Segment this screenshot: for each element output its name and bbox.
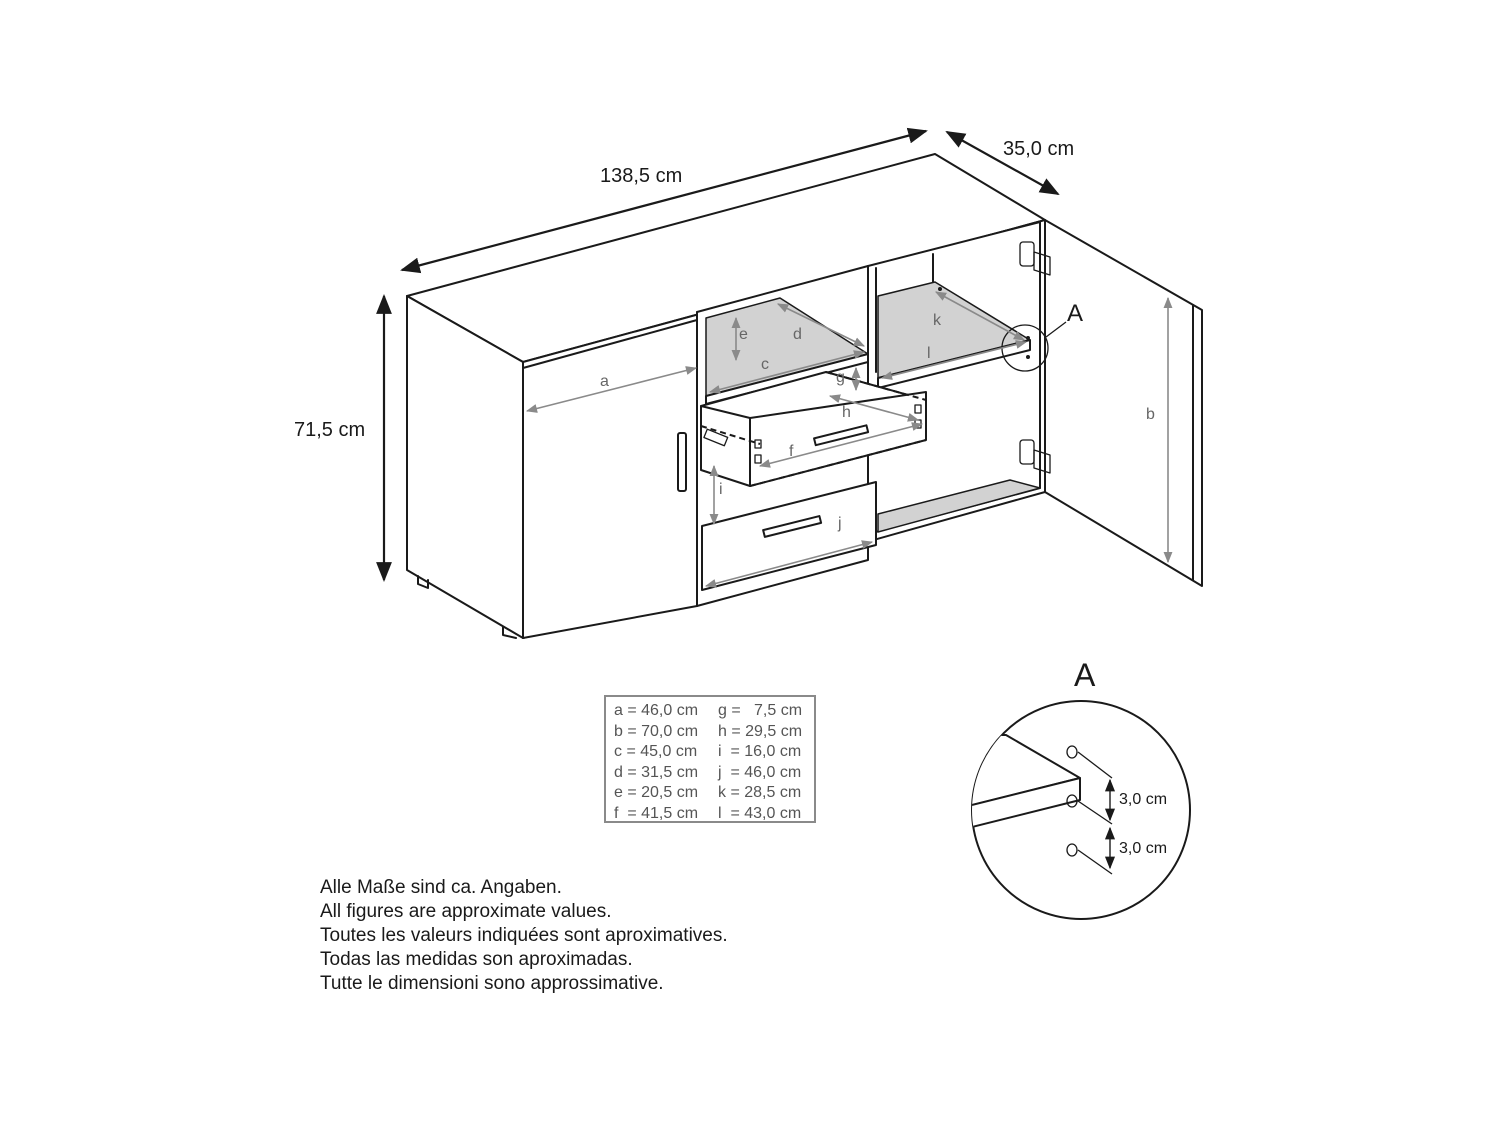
hole-spacing-label-2: 3,0 cm	[1119, 840, 1167, 857]
legend-cell: k = 28,5 cm	[718, 784, 802, 801]
note-line-fr: Toutes les valeurs indiquées sont aproxi…	[320, 925, 728, 946]
legend-cell: a = 46,0 cm	[614, 702, 699, 719]
dim-letter-j: j	[837, 515, 842, 532]
dim-letter-l: l	[927, 345, 931, 362]
sideboard-body	[406, 153, 1203, 639]
note-line-de: Alle Maße sind ca. Angaben.	[320, 877, 562, 898]
legend-row: f = 41,5 cm l = 43,0 cm	[614, 804, 802, 825]
width-dimension-line	[400, 127, 928, 274]
note-line-it: Tutte le dimensioni sono approssimative.	[320, 973, 664, 994]
note-line-es: Todas las medidas son aproximadas.	[320, 949, 633, 970]
detail-A-view	[971, 700, 1191, 920]
dimension-legend: a = 46,0 cm g = 7,5 cm b = 70,0 cm h = 2…	[604, 695, 816, 823]
legend-cell: d = 31,5 cm	[614, 763, 699, 781]
legend-cell: g = 7,5 cm	[718, 702, 803, 719]
dim-letter-a: a	[600, 373, 609, 390]
legend-cell: h = 29,5 cm	[718, 722, 803, 740]
legend-row: d = 31,5 cm j = 46,0 cm	[614, 763, 802, 784]
approximation-notes: Alle Maße sind ca. Angaben. All figures …	[320, 876, 728, 996]
width-label: 138,5 cm	[600, 165, 682, 187]
dim-letter-b: b	[1146, 406, 1155, 423]
dim-letter-k: k	[933, 312, 942, 329]
legend-cell: e = 20,5 cm	[614, 784, 699, 801]
dim-letter-h: h	[842, 404, 851, 421]
dim-letter-i: i	[719, 481, 723, 498]
legend-cell: c = 45,0 cm	[614, 743, 698, 760]
legend-row: e = 20,5 cm k = 28,5 cm	[614, 783, 802, 804]
depth-dimension-line	[945, 131, 1060, 195]
legend-row: a = 46,0 cm g = 7,5 cm	[614, 701, 802, 722]
dim-letter-e: e	[739, 326, 748, 343]
dim-letter-d: d	[793, 326, 802, 343]
internal-dimension-lines	[525, 291, 1173, 588]
dim-letter-f: f	[789, 443, 794, 460]
legend-table: a = 46,0 cm g = 7,5 cm b = 70,0 cm h = 2…	[614, 701, 802, 824]
legend-cell: f = 41,5 cm	[614, 804, 699, 822]
legend-cell: b = 70,0 cm	[614, 722, 699, 740]
legend-cell: i = 16,0 cm	[718, 743, 802, 760]
legend-cell: l = 43,0 cm	[718, 804, 802, 822]
dim-letter-c: c	[761, 356, 769, 373]
legend-row: b = 70,0 cm h = 29,5 cm	[614, 722, 802, 743]
legend-row: c = 45,0 cm i = 16,0 cm	[614, 742, 802, 763]
height-label: 71,5 cm	[294, 419, 365, 441]
dim-letter-g: g	[836, 369, 845, 386]
detail-marker-A: A	[1067, 300, 1083, 327]
detail-title-A: A	[1074, 657, 1096, 693]
depth-label: 35,0 cm	[1003, 138, 1074, 160]
legend-cell: j = 46,0 cm	[718, 763, 802, 781]
note-line-en: All figures are approximate values.	[320, 901, 612, 922]
hole-spacing-label-1: 3,0 cm	[1119, 791, 1167, 808]
